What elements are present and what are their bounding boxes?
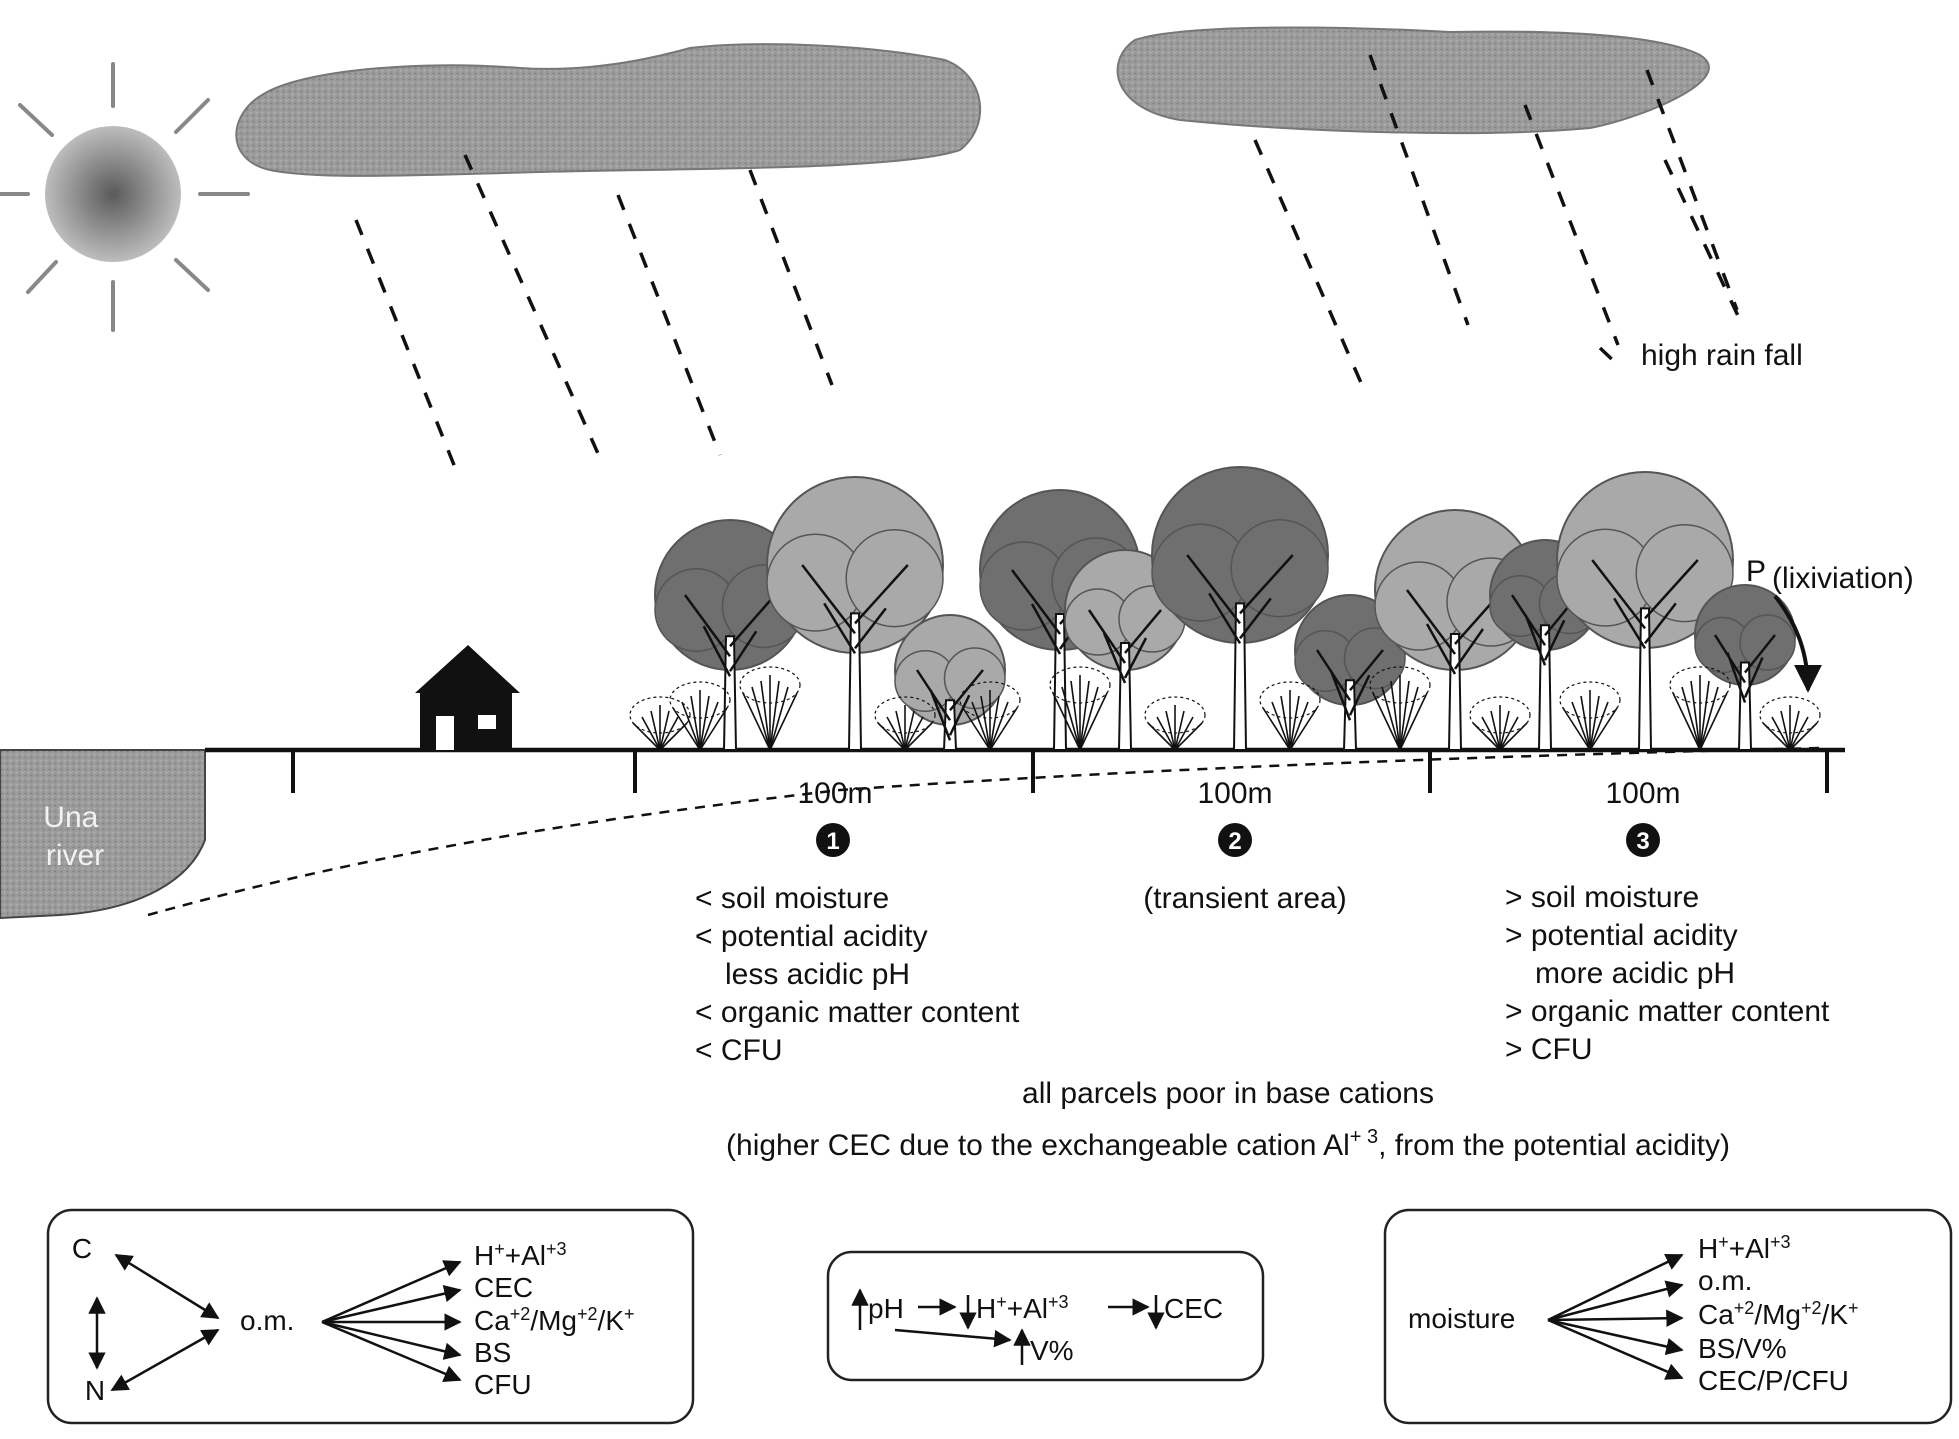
box-left-n: N bbox=[85, 1375, 105, 1406]
leaching-p-label: P bbox=[1746, 555, 1766, 588]
forest bbox=[629, 466, 1821, 751]
left-cloud bbox=[235, 43, 982, 177]
shrub bbox=[959, 681, 1021, 751]
summary-line-2-post: , from the potential acidity) bbox=[1378, 1129, 1730, 1162]
box-middle-cec: CEC bbox=[1164, 1293, 1223, 1324]
parcel-width-3: 100m bbox=[1605, 777, 1680, 810]
tree bbox=[1694, 584, 1796, 751]
shrub bbox=[1469, 696, 1531, 751]
box-right-target: H++Al+3 bbox=[1698, 1232, 1791, 1264]
parcel-3-note: > organic matter content bbox=[1505, 995, 1830, 1028]
shrub bbox=[669, 681, 731, 751]
parcel-number-2-text: 2 bbox=[1228, 828, 1241, 855]
shrub bbox=[1559, 681, 1621, 751]
box-right-source: moisture bbox=[1408, 1303, 1515, 1334]
shrub bbox=[1049, 666, 1111, 751]
box-middle-ph: pH bbox=[868, 1293, 904, 1324]
box-left-target: H++Al+3 bbox=[474, 1239, 567, 1271]
box-right-target: Ca+2/Mg+2/K+ bbox=[1698, 1298, 1859, 1330]
shrub bbox=[629, 696, 691, 751]
shrub bbox=[1144, 696, 1206, 751]
tree bbox=[1064, 549, 1186, 751]
relation-box-right: moisture H++Al+3 o.m. Ca+2/Mg+2/K+ BS/V%… bbox=[1383, 1208, 1953, 1425]
tree bbox=[1151, 466, 1329, 751]
parcel-3-note: > CFU bbox=[1505, 1033, 1593, 1066]
shrub bbox=[1759, 696, 1821, 751]
parcel-1-note: < soil moisture bbox=[695, 882, 889, 915]
box-left-target: BS bbox=[474, 1337, 511, 1368]
tree bbox=[1556, 471, 1734, 751]
parcel-number-1: 1 bbox=[816, 823, 850, 857]
sun-icon bbox=[0, 62, 250, 332]
water-table-line bbox=[147, 746, 1821, 917]
parcel-width-2: 100m bbox=[1197, 777, 1272, 810]
leaching-arrow bbox=[1773, 594, 1822, 693]
house-icon bbox=[415, 645, 520, 750]
shrub bbox=[1369, 666, 1431, 751]
parcel-1-note: < organic matter content bbox=[695, 996, 1020, 1029]
parcel-3-notes: > soil moisture > potential acidity more… bbox=[1505, 881, 1838, 1066]
parcel-2-note: (transient area) bbox=[1143, 882, 1346, 915]
right-cloud bbox=[1116, 26, 1710, 135]
box-right-target: o.m. bbox=[1698, 1265, 1752, 1296]
summary-line-2-pre: (higher CEC due to the exchangeable cati… bbox=[726, 1129, 1350, 1162]
box-right-target: CEC/P/CFU bbox=[1698, 1365, 1849, 1396]
tree bbox=[894, 614, 1006, 751]
relation-box-middle: pH H++Al+3 CEC V% bbox=[826, 1250, 1265, 1382]
una-river bbox=[0, 749, 206, 920]
tree bbox=[1294, 594, 1406, 751]
parcel-1-note: less acidic pH bbox=[725, 958, 910, 991]
parcel-number-3-text: 3 bbox=[1636, 828, 1649, 855]
parcel-3-note: > soil moisture bbox=[1505, 881, 1699, 914]
box-left-om: o.m. bbox=[240, 1305, 294, 1336]
box-left-target: Ca+2/Mg+2/K+ bbox=[474, 1304, 635, 1336]
shrub bbox=[1259, 681, 1321, 751]
parcel-number-1-text: 1 bbox=[826, 828, 839, 855]
rain-streaks bbox=[354, 54, 1742, 476]
river-label-line1: Una bbox=[43, 801, 98, 834]
box-right-target: BS/V% bbox=[1698, 1333, 1787, 1364]
box-left-c: C bbox=[72, 1233, 92, 1264]
box-left-target: CEC bbox=[474, 1272, 533, 1303]
parcel-1-note: < potential acidity bbox=[695, 920, 928, 953]
box-left-target: CFU bbox=[474, 1369, 532, 1400]
river-label: Una river bbox=[43, 801, 106, 872]
summary-line-1: all parcels poor in base cations bbox=[1022, 1077, 1434, 1110]
parcel-width-1: 100m bbox=[797, 777, 872, 810]
parcel-3-note: more acidic pH bbox=[1535, 957, 1735, 990]
summary-line-2: (higher CEC due to the exchangeable cati… bbox=[726, 1126, 1730, 1162]
parcel-1-notes: < soil moisture < potential acidity less… bbox=[695, 882, 1028, 1067]
ground-line bbox=[205, 747, 1845, 793]
relation-box-left: C N o.m. H++Al+3 CEC Ca+2/Mg+2/K+ BS CFU bbox=[46, 1208, 695, 1425]
parcel-1-note: < CFU bbox=[695, 1034, 783, 1067]
shrub bbox=[874, 696, 936, 751]
summary-line-2-sup: + 3 bbox=[1350, 1126, 1378, 1148]
parcel-number-3: 3 bbox=[1626, 823, 1660, 857]
river-label-line2: river bbox=[46, 839, 104, 872]
leaching-label: (lixiviation) bbox=[1772, 562, 1914, 595]
shrub bbox=[739, 666, 801, 751]
parcel-3-note: > potential acidity bbox=[1505, 919, 1738, 952]
shrub bbox=[1669, 666, 1731, 751]
tree bbox=[766, 476, 944, 751]
box-middle-v: V% bbox=[1030, 1335, 1074, 1366]
rain-label: high rain fall bbox=[1641, 339, 1803, 372]
box-middle-hal: H++Al+3 bbox=[976, 1292, 1069, 1324]
parcel-number-2: 2 bbox=[1218, 823, 1252, 857]
